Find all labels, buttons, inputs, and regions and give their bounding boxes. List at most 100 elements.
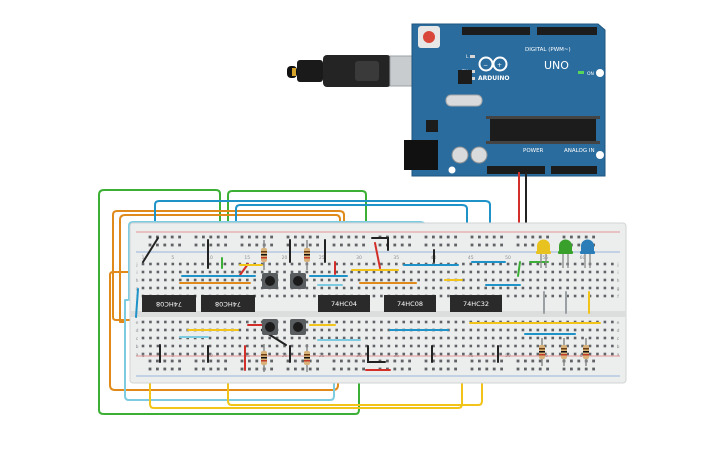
- terminal-hole[interactable]: [476, 270, 480, 274]
- terminal-hole[interactable]: [529, 286, 532, 290]
- terminal-hole[interactable]: [156, 344, 160, 348]
- rail-hole[interactable]: [224, 243, 227, 247]
- rail-hole[interactable]: [470, 243, 474, 247]
- terminal-hole[interactable]: [216, 286, 219, 290]
- terminal-hole[interactable]: [275, 270, 279, 274]
- terminal-hole[interactable]: [141, 328, 145, 332]
- terminal-hole[interactable]: [439, 278, 443, 282]
- terminal-hole[interactable]: [350, 286, 353, 290]
- rail-hole[interactable]: [470, 235, 474, 239]
- terminal-hole[interactable]: [544, 344, 547, 348]
- terminal-hole[interactable]: [521, 262, 525, 266]
- rail-hole[interactable]: [408, 243, 411, 247]
- wire-black-diag[interactable]: [142, 237, 159, 263]
- rail-hole[interactable]: [362, 359, 365, 363]
- terminal-hole[interactable]: [581, 262, 584, 266]
- terminal-hole[interactable]: [514, 270, 517, 274]
- rail-hole[interactable]: [516, 367, 520, 371]
- terminal-hole[interactable]: [409, 278, 413, 282]
- terminal-hole[interactable]: [566, 344, 569, 348]
- terminal-hole[interactable]: [476, 262, 480, 266]
- terminal-hole[interactable]: [439, 352, 443, 356]
- terminal-hole[interactable]: [544, 286, 547, 290]
- terminal-hole[interactable]: [357, 336, 361, 340]
- terminal-hole[interactable]: [327, 262, 331, 266]
- terminal-hole[interactable]: [149, 336, 152, 340]
- rail-hole[interactable]: [316, 235, 319, 239]
- terminal-hole[interactable]: [402, 352, 406, 356]
- terminal-hole[interactable]: [387, 352, 391, 356]
- reset-button-cap[interactable]: [423, 31, 435, 43]
- terminal-hole[interactable]: [357, 262, 361, 266]
- terminal-hole[interactable]: [313, 278, 316, 282]
- terminal-hole[interactable]: [521, 270, 525, 274]
- terminal-hole[interactable]: [372, 270, 376, 274]
- terminal-hole[interactable]: [603, 336, 607, 340]
- rail-hole[interactable]: [216, 359, 220, 363]
- terminal-hole[interactable]: [499, 278, 502, 282]
- terminal-hole[interactable]: [447, 294, 450, 298]
- wire-blue-top-long[interactable]: [154, 200, 491, 263]
- rail-hole[interactable]: [248, 359, 251, 363]
- terminal-hole[interactable]: [447, 270, 450, 274]
- terminal-hole[interactable]: [529, 328, 532, 332]
- terminal-hole[interactable]: [208, 344, 212, 348]
- terminal-hole[interactable]: [260, 270, 264, 274]
- rail-hole[interactable]: [354, 359, 358, 363]
- terminal-hole[interactable]: [365, 286, 368, 290]
- terminal-hole[interactable]: [350, 344, 353, 348]
- terminal-hole[interactable]: [320, 286, 324, 290]
- terminal-hole[interactable]: [357, 278, 361, 282]
- terminal-hole[interactable]: [439, 294, 443, 298]
- rail-hole[interactable]: [485, 235, 489, 239]
- terminal-hole[interactable]: [387, 278, 391, 282]
- rail-hole[interactable]: [301, 243, 305, 247]
- terminal-hole[interactable]: [402, 344, 406, 348]
- terminal-hole[interactable]: [223, 262, 227, 266]
- terminal-hole[interactable]: [238, 286, 242, 290]
- rail-hole[interactable]: [216, 367, 220, 371]
- rail-hole[interactable]: [424, 243, 428, 247]
- terminal-hole[interactable]: [573, 262, 577, 266]
- rail-hole[interactable]: [454, 367, 457, 371]
- terminal-hole[interactable]: [544, 270, 547, 274]
- terminal-hole[interactable]: [581, 270, 584, 274]
- terminal-hole[interactable]: [320, 262, 324, 266]
- rail-hole[interactable]: [163, 367, 167, 371]
- terminal-hole[interactable]: [380, 352, 383, 356]
- wire-green-outer[interactable]: [98, 189, 360, 415]
- terminal-hole[interactable]: [558, 344, 562, 348]
- terminal-hole[interactable]: [454, 344, 458, 348]
- terminal-hole[interactable]: [484, 270, 487, 274]
- terminal-hole[interactable]: [588, 352, 592, 356]
- terminal-hole[interactable]: [514, 344, 517, 348]
- terminal-hole[interactable]: [275, 352, 279, 356]
- terminal-hole[interactable]: [231, 286, 234, 290]
- rail-hole[interactable]: [286, 359, 290, 363]
- terminal-hole[interactable]: [238, 328, 242, 332]
- rail-hole[interactable]: [148, 235, 152, 239]
- terminal-hole[interactable]: [327, 320, 331, 324]
- terminal-hole[interactable]: [208, 286, 212, 290]
- terminal-hole[interactable]: [178, 320, 182, 324]
- terminal-hole[interactable]: [260, 286, 264, 290]
- terminal-hole[interactable]: [499, 286, 502, 290]
- terminal-hole[interactable]: [201, 344, 204, 348]
- header-power[interactable]: [487, 166, 545, 174]
- terminal-hole[interactable]: [596, 328, 599, 332]
- terminal-hole[interactable]: [246, 344, 249, 348]
- terminal-hole[interactable]: [178, 286, 182, 290]
- terminal-hole[interactable]: [283, 352, 286, 356]
- terminal-hole[interactable]: [484, 336, 487, 340]
- terminal-hole[interactable]: [156, 278, 160, 282]
- terminal-hole[interactable]: [357, 320, 361, 324]
- terminal-hole[interactable]: [350, 336, 353, 340]
- terminal-hole[interactable]: [581, 328, 584, 332]
- rail-hole[interactable]: [194, 367, 198, 371]
- terminal-hole[interactable]: [365, 352, 368, 356]
- terminal-hole[interactable]: [558, 270, 562, 274]
- terminal-hole[interactable]: [439, 320, 443, 324]
- terminal-hole[interactable]: [380, 262, 383, 266]
- terminal-hole[interactable]: [596, 286, 599, 290]
- terminal-hole[interactable]: [320, 278, 324, 282]
